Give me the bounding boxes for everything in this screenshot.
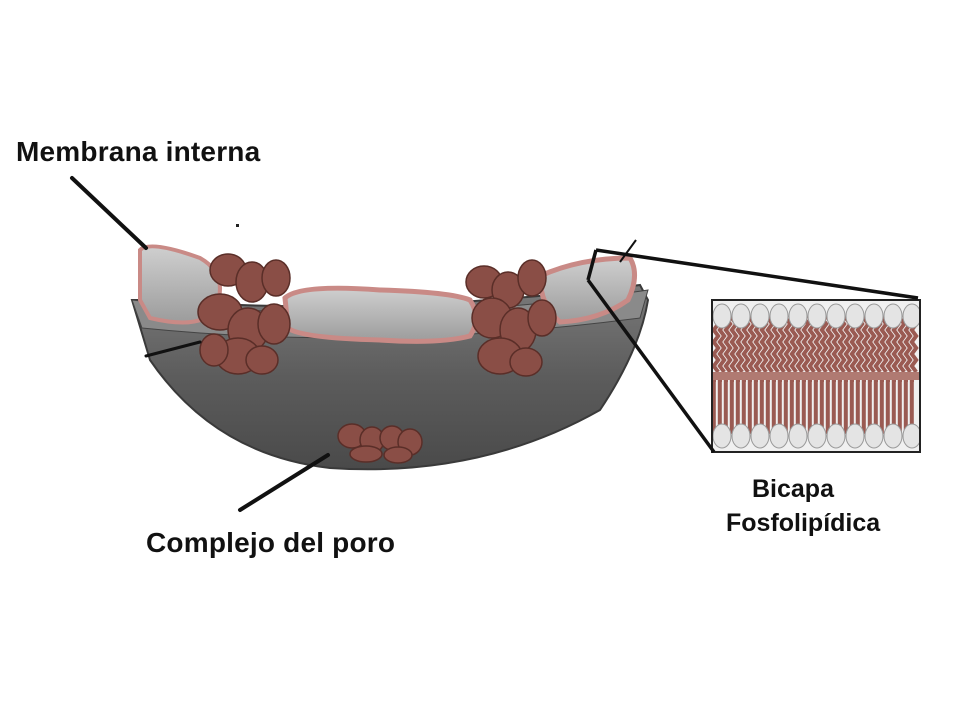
label-membrana-interna: Membrana interna [16,136,261,167]
leader-complejo-del-poro [238,453,330,512]
label-bicapa-line1: Bicapa [752,475,834,503]
label-complejo-del-poro: Complejo del poro [146,527,396,558]
leader-membrana-interna [70,176,148,250]
pore-complex-bottom [337,423,423,464]
zoom-connector [586,239,919,454]
pore-complex-right [465,259,557,377]
label-bicapa-fosfolipidica: Bicapa Fosfolipídica [726,472,880,540]
bilayer-inset [712,300,920,452]
speck [236,224,239,227]
leader-lines [70,176,330,512]
pore-complex-left [197,253,291,375]
label-bicapa-line2: Fosfolipídica [726,509,881,537]
bilayer-frame [711,299,921,453]
leader-membrane-left [144,340,202,358]
